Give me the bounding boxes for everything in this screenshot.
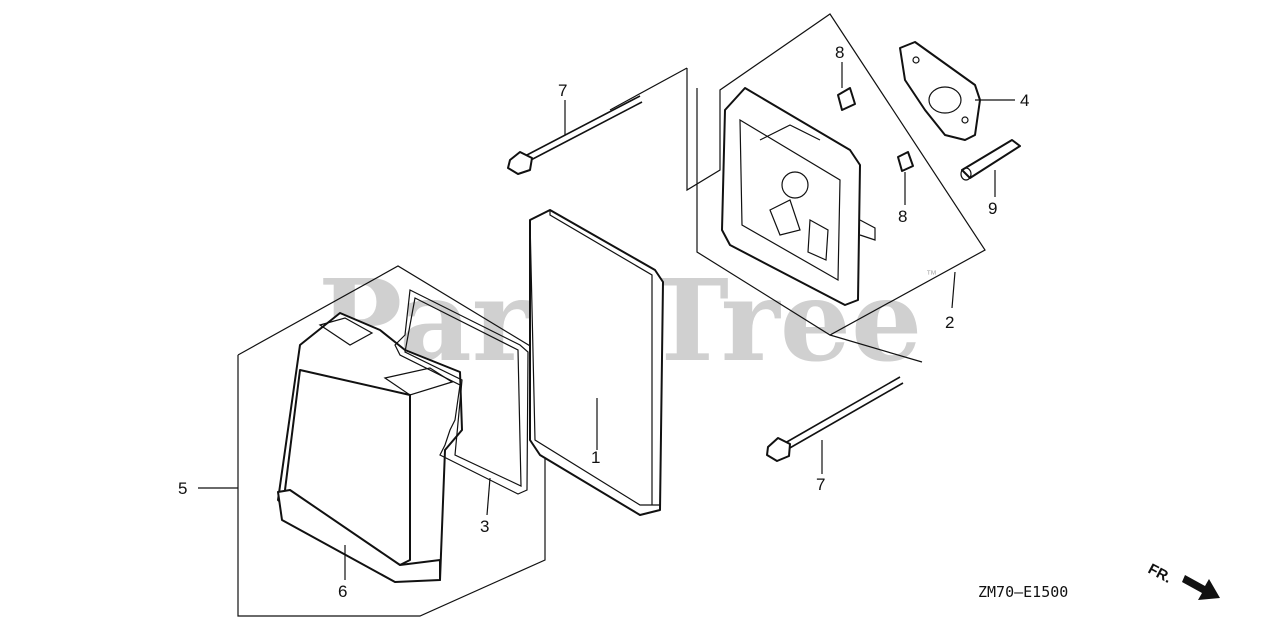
diagram-code: ZM70—E1500 — [978, 583, 1068, 601]
callout-8-lower: 8 — [898, 207, 907, 226]
callout-3: 3 — [480, 517, 489, 536]
air-cleaner-cover — [277, 312, 463, 583]
cover-gasket-inner — [404, 297, 522, 487]
leader-bolt-lower — [829, 334, 923, 363]
collar-lower — [897, 151, 914, 172]
front-label: FR. — [1145, 561, 1174, 587]
assembly-boundary-right — [686, 13, 986, 336]
watermark-trademark: ™ — [926, 269, 937, 281]
breather-tube — [960, 139, 1021, 181]
callout-1: 1 — [591, 448, 600, 467]
foam-filter-element — [529, 209, 664, 516]
callout-2: 2 — [945, 313, 954, 332]
callout-7-lower: 7 — [816, 475, 825, 494]
callout-7-upper: 7 — [558, 81, 567, 100]
bolt-lower — [766, 376, 904, 462]
callout-9: 9 — [988, 199, 997, 218]
callout-5: 5 — [178, 479, 187, 498]
leader-bolt-upper — [609, 67, 688, 111]
leader-3 — [486, 477, 491, 516]
callout-8-upper: 8 — [835, 43, 844, 62]
assembly-boundary-left — [237, 265, 546, 617]
carburetor-gasket — [899, 41, 981, 141]
cover-gasket — [394, 289, 529, 495]
front-direction-indicator: FR. — [1145, 561, 1220, 600]
front-arrow-icon — [1182, 575, 1220, 600]
callout-6: 6 — [338, 582, 347, 601]
callout-4: 4 — [1020, 91, 1029, 110]
leader-2 — [951, 271, 956, 309]
air-cleaner-case — [721, 87, 876, 306]
bolt-upper — [507, 95, 643, 175]
collar-upper — [837, 87, 856, 111]
